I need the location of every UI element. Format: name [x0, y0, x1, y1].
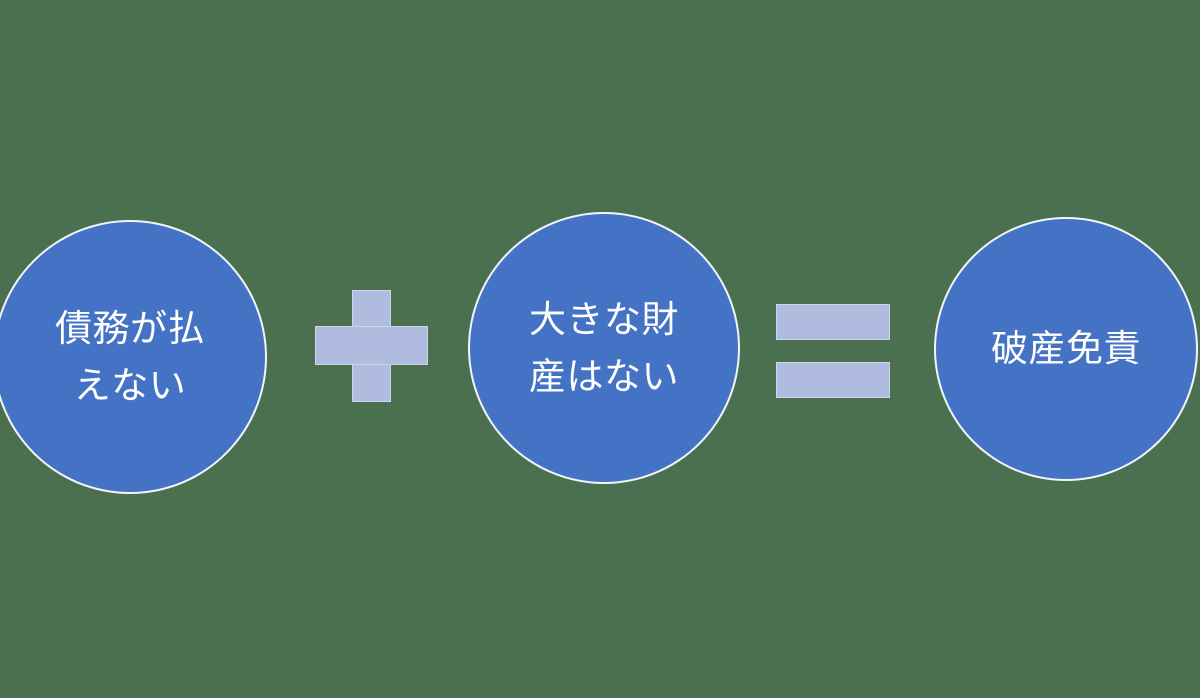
circle-node-assets: 大きな財 産はない — [470, 214, 738, 482]
circle-node-debt: 債務が払 えない — [0, 222, 265, 492]
plus-sign-icon — [316, 291, 427, 401]
circle-node-debt-label: 債務が払 えない — [55, 306, 205, 407]
equals-sign-top-bar — [777, 305, 889, 339]
equals-sign-icon — [777, 305, 889, 397]
circle-node-result: 破産免責 — [936, 219, 1196, 479]
circle-node-result-label: 破産免責 — [991, 327, 1141, 371]
plus-sign-horizontal-bar — [316, 327, 427, 364]
equals-sign-bottom-bar — [777, 363, 889, 397]
circle-node-assets-label: 大きな財 産はない — [529, 297, 679, 398]
